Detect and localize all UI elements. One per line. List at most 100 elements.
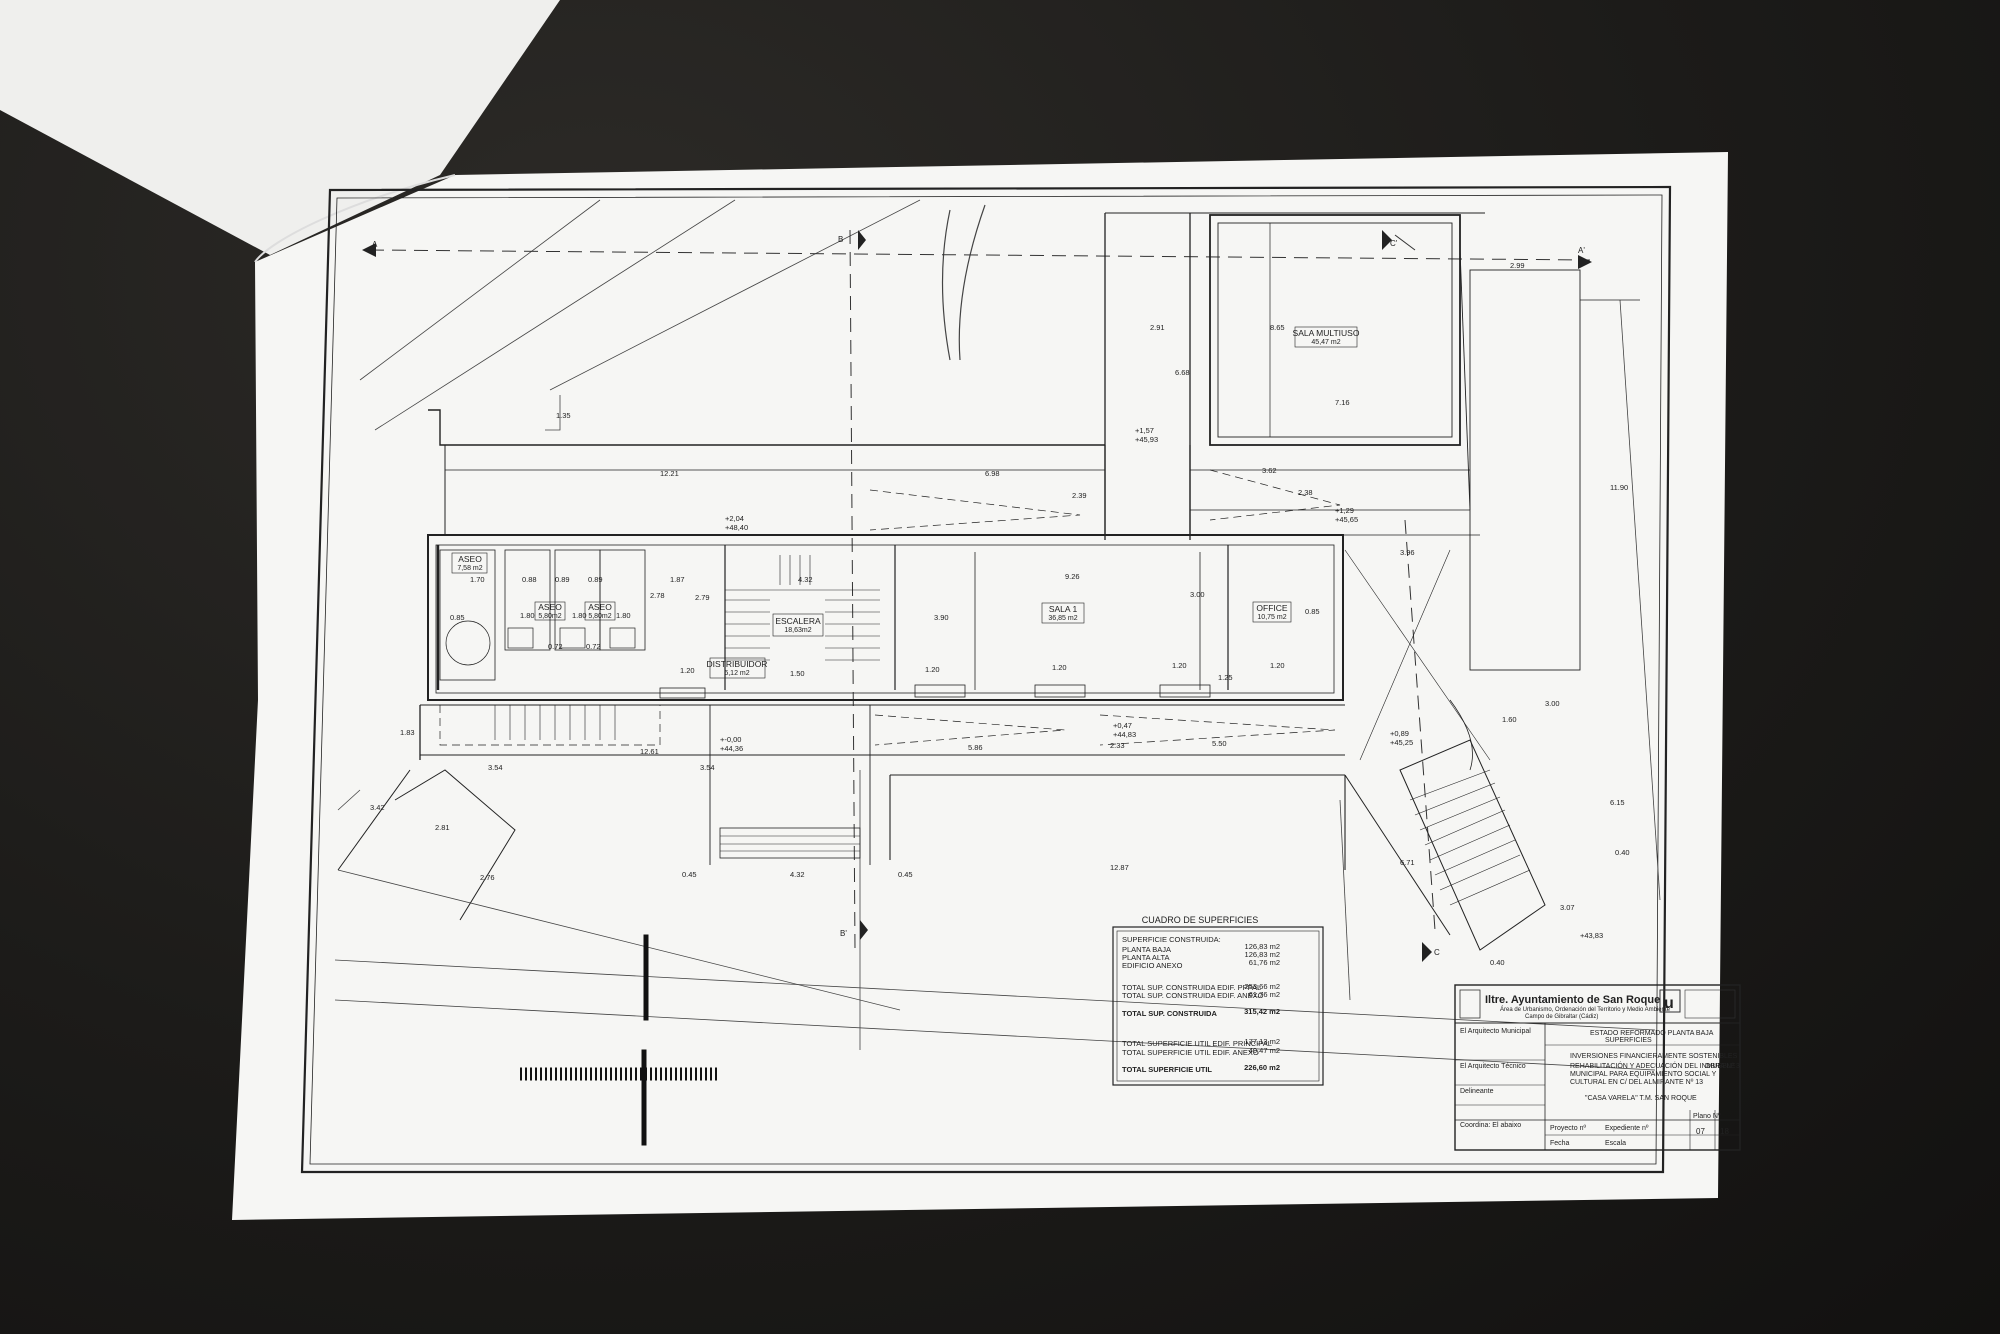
svg-text:+-0,00+44,36: +-0,00+44,36 — [720, 735, 743, 753]
svg-text:C: C — [1434, 948, 1440, 957]
svg-text:TOTAL SUPERFICIE UTIL EDIF. PR: TOTAL SUPERFICIE UTIL EDIF. PRINCIPAL — [1122, 1039, 1272, 1048]
svg-text:A: A — [372, 240, 378, 249]
svg-text:SUPERFICIES: SUPERFICIES — [1605, 1037, 1652, 1044]
svg-text:1.80: 1.80 — [572, 611, 587, 620]
svg-text:OFFICE: OFFICE — [1256, 603, 1287, 613]
svg-text:SUPERFICIE CONSTRUIDA:: SUPERFICIE CONSTRUIDA: — [1122, 935, 1221, 944]
svg-text:CUADRO DE SUPERFICIES: CUADRO DE SUPERFICIES — [1142, 915, 1259, 925]
svg-text:126,83 m2: 126,83 m2 — [1245, 942, 1280, 951]
section-marks — [362, 230, 1592, 962]
svg-text:Área de Urbanismo, Ordenación: Área de Urbanismo, Ordenación del Territ… — [1500, 1006, 1671, 1013]
svg-text:Iltre. Ayuntamiento de San Roq: Iltre. Ayuntamiento de San Roque — [1485, 994, 1660, 1006]
svg-text:61,76 m2: 61,76 m2 — [1249, 958, 1280, 967]
svg-text:1.35: 1.35 — [556, 411, 571, 420]
svg-text:Expediente nº: Expediente nº — [1605, 1125, 1649, 1132]
svg-text:PLANTA ALTA: PLANTA ALTA — [1122, 953, 1170, 962]
svg-text:177,13 m2: 177,13 m2 — [1245, 1037, 1280, 1046]
coat-of-arms-icon — [1459, 989, 1481, 1019]
svg-text:6.71: 6.71 — [1400, 858, 1415, 867]
svg-text:1.87: 1.87 — [670, 575, 685, 584]
svg-text:1.20: 1.20 — [680, 666, 695, 675]
context-lines — [334, 199, 1661, 1071]
svg-text:0.88: 0.88 — [522, 575, 537, 584]
svg-text:El Arquitecto Técnico: El Arquitecto Técnico — [1460, 1063, 1526, 1070]
svg-text:DISTRIBUIDOR: DISTRIBUIDOR — [707, 659, 768, 669]
drawing-frame — [300, 185, 1672, 1174]
svg-text:2.33: 2.33 — [1110, 741, 1125, 750]
svg-text:12.21: 12.21 — [660, 469, 679, 478]
svg-text:u: u — [1664, 995, 1674, 1012]
svg-text:0.89: 0.89 — [555, 575, 570, 584]
svg-text:9.26: 9.26 — [1065, 572, 1080, 581]
svg-text:1.20: 1.20 — [1270, 661, 1285, 670]
scale-bars — [520, 934, 720, 1146]
svg-text:07: 07 — [1696, 1127, 1705, 1136]
svg-text:INVERSIONES FINANCIERAMENTE SO: INVERSIONES FINANCIERAMENTE SOSTENIBLES — [1570, 1053, 1738, 1060]
svg-text:1.60: 1.60 — [1502, 715, 1517, 724]
svg-text:1.80: 1.80 — [520, 611, 535, 620]
svg-text:1.20: 1.20 — [1172, 661, 1187, 670]
svg-text:3.54: 3.54 — [700, 763, 715, 772]
svg-text:B: B — [838, 235, 843, 244]
svg-text:SALA MULTIUSO: SALA MULTIUSO — [1293, 328, 1360, 338]
svg-text:3.00: 3.00 — [1190, 590, 1205, 599]
svg-text:2.76: 2.76 — [480, 873, 495, 882]
svg-text:12.87: 12.87 — [1110, 863, 1129, 872]
svg-text:TOTAL SUP. CONSTRUIDA EDIF. PP: TOTAL SUP. CONSTRUIDA EDIF. PPPAL — [1122, 983, 1261, 992]
svg-text:+1,29+45,65: +1,29+45,65 — [1335, 506, 1358, 524]
svg-text:61,76 m2: 61,76 m2 — [1249, 990, 1280, 999]
svg-text:5.50: 5.50 — [1212, 739, 1227, 748]
svg-text:3.90: 3.90 — [934, 613, 949, 622]
svg-text:6.68: 6.68 — [1175, 368, 1190, 377]
room-labels: ASEO 7,58 m2 ASEO 5,80m2 ASEO 5,80m2 DIS… — [451, 326, 1360, 679]
svg-text:253,66 m2: 253,66 m2 — [1245, 982, 1280, 991]
svg-text:PLANTA BAJA: PLANTA BAJA — [1122, 945, 1171, 954]
svg-text:7,58 m2: 7,58 m2 — [457, 565, 482, 572]
qr-stamp-icon — [1684, 989, 1736, 1019]
svg-text:5,80m2: 5,80m2 — [538, 613, 561, 620]
svg-text:0.72: 0.72 — [586, 642, 601, 651]
svg-text:A': A' — [1578, 246, 1585, 255]
section-letters: A A' B B' C C' — [372, 235, 1585, 957]
svg-text:+2,04+48,40: +2,04+48,40 — [725, 514, 748, 532]
svg-text:45,47 m2: 45,47 m2 — [1311, 339, 1340, 346]
svg-text:40,47 m2: 40,47 m2 — [1249, 1046, 1280, 1055]
surfaces-table: CUADRO DE SUPERFICIES SUPERFICIE CONSTRU… — [1112, 915, 1324, 1086]
svg-text:TOTAL SUP. CONSTRUIDA EDIF. AN: TOTAL SUP. CONSTRUIDA EDIF. ANEXO — [1122, 991, 1264, 1000]
svg-text:7.16: 7.16 — [1335, 398, 1350, 407]
svg-text:0.40: 0.40 — [1615, 848, 1630, 857]
svg-text:3.54: 3.54 — [488, 763, 503, 772]
svg-text:Proyecto nº: Proyecto nº — [1550, 1125, 1586, 1132]
svg-text:0.72: 0.72 — [548, 642, 563, 651]
svg-text:MUNICIPAL PARA EQUIPAMIENTO SO: MUNICIPAL PARA EQUIPAMIENTO SOCIAL Y — [1570, 1071, 1717, 1078]
svg-text:TOTAL SUPERFICIE UTIL EDIF. AN: TOTAL SUPERFICIE UTIL EDIF. ANEXO — [1122, 1048, 1259, 1057]
svg-text:1.20: 1.20 — [925, 665, 940, 674]
svg-text:Plano Nº: Plano Nº — [1693, 1113, 1721, 1120]
svg-text:ASEO: ASEO — [588, 602, 612, 612]
svg-text:SALA 1: SALA 1 — [1049, 604, 1078, 614]
svg-text:ASEO: ASEO — [538, 602, 562, 612]
svg-text:REHABILITACIÓN Y ADECUACIÓN DE: REHABILITACIÓN Y ADECUACIÓN DEL INMUEBLE — [1570, 1061, 1736, 1070]
svg-text:"CASA VARELA" T.M. SAN ROQUE: "CASA VARELA" T.M. SAN ROQUE — [1585, 1095, 1697, 1102]
svg-text:Delineante: Delineante — [1460, 1088, 1494, 1095]
svg-text:0.45: 0.45 — [682, 870, 697, 879]
svg-text:2.91: 2.91 — [1150, 323, 1165, 332]
svg-text:0.85: 0.85 — [450, 613, 465, 622]
svg-text:10,75 m2: 10,75 m2 — [1257, 614, 1286, 621]
svg-text:B': B' — [840, 929, 847, 938]
svg-text:11.90: 11.90 — [1610, 483, 1628, 492]
dimension-labels: 12.21 6.98 2.39 3.62 2.38 9.26 1.70 0.88… — [370, 261, 1630, 967]
svg-text:CULTURAL EN C/ DEL ALMIRANTE N: CULTURAL EN C/ DEL ALMIRANTE Nº 13 — [1570, 1079, 1703, 1086]
svg-text:Escala: Escala — [1605, 1140, 1626, 1147]
svg-text:OBRA Nº 3: OBRA Nº 3 — [1705, 1063, 1740, 1070]
svg-text:315,42 m2: 315,42 m2 — [1244, 1007, 1280, 1016]
upper-hall — [428, 409, 1480, 536]
svg-text:3.62: 3.62 — [1262, 466, 1277, 475]
svg-text:6.15: 6.15 — [1610, 798, 1625, 807]
svg-text:126,83 m2: 126,83 m2 — [1245, 950, 1280, 959]
svg-text:36,85 m2: 36,85 m2 — [1048, 615, 1077, 622]
svg-text:18,63m2: 18,63m2 — [784, 627, 811, 634]
svg-text:1.25: 1.25 — [1218, 673, 1233, 682]
svg-text:Campo de Gibraltar (Cádiz): Campo de Gibraltar (Cádiz) — [1525, 1014, 1598, 1020]
